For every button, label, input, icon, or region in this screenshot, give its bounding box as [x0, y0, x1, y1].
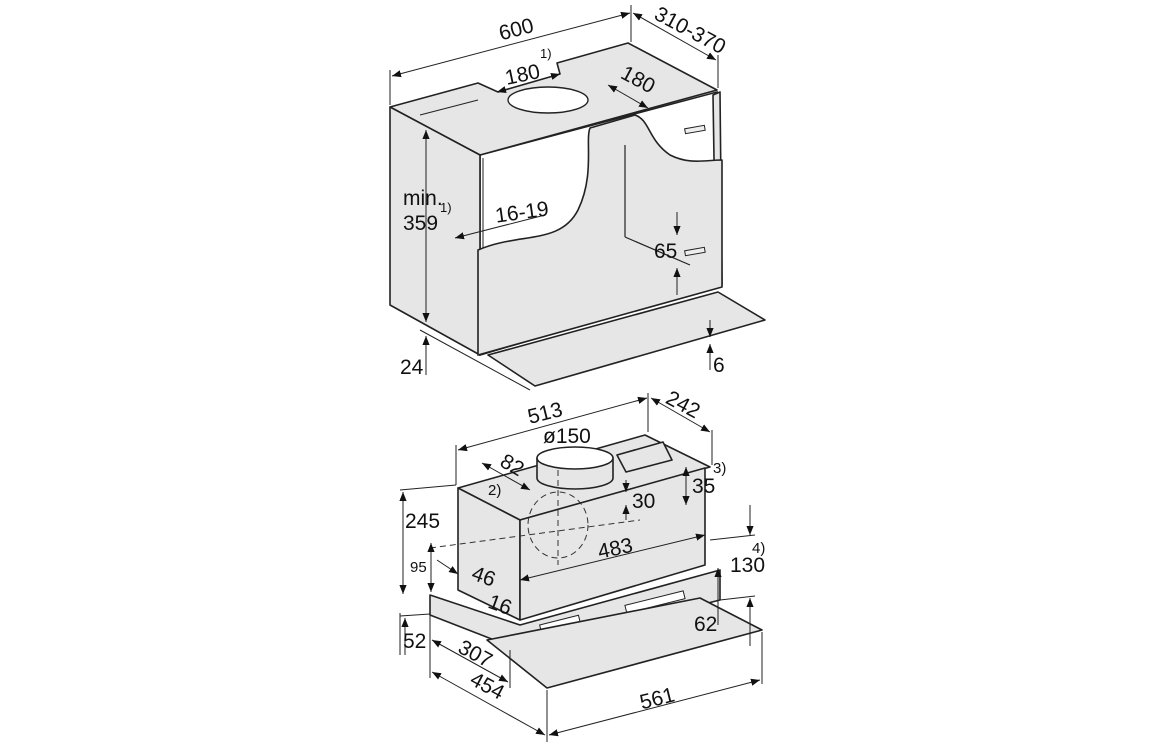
duct-outline-hidden — [527, 491, 589, 559]
note-2: 2) — [488, 482, 501, 499]
fan-module — [616, 441, 673, 473]
depth-total-label: 454 — [466, 668, 508, 705]
bracket-height-35-label: 35 — [692, 475, 715, 498]
top-offset-label: 30 — [632, 490, 655, 513]
bracket-upper — [684, 124, 706, 135]
hood-drawing: 513 242 ø150 82 2) 30 35 3) 245 483 95 4… — [399, 386, 765, 742]
lower-height-label: 95 — [410, 559, 427, 576]
cabinet-drawing: 600 310-370 180 1) 180 min. 359 1) 16-19… — [389, 2, 766, 391]
height-label: 359 — [403, 212, 438, 235]
cutout-width-note: 1) — [540, 46, 552, 61]
height-note: 1) — [440, 200, 452, 215]
note-3: 3) — [713, 460, 726, 477]
glass-width-label: 561 — [638, 684, 678, 715]
cabinet-glass-plate — [487, 291, 766, 387]
bottom-height-label: 52 — [403, 630, 426, 653]
cabinet-width-label: 600 — [496, 14, 536, 45]
cabinet-front-panel — [477, 114, 723, 356]
cabinet-depth-label: 310-370 — [651, 2, 730, 58]
base-height-label: 130 — [730, 554, 765, 577]
hood-height-label: 245 — [405, 510, 440, 533]
bracket-height-label: 65 — [654, 240, 677, 263]
bracket-lower — [684, 246, 706, 257]
bottom-offset-label: 24 — [400, 356, 424, 379]
hood-depth-label: 242 — [662, 386, 704, 423]
cutout-hole — [507, 86, 589, 114]
note-4: 4) — [752, 540, 765, 557]
glass-thickness-label: 6 — [713, 354, 725, 377]
duct-diameter-label: ø150 — [543, 425, 591, 448]
front-height-label: 62 — [694, 613, 717, 636]
height-prefix-label: min. — [403, 187, 443, 210]
